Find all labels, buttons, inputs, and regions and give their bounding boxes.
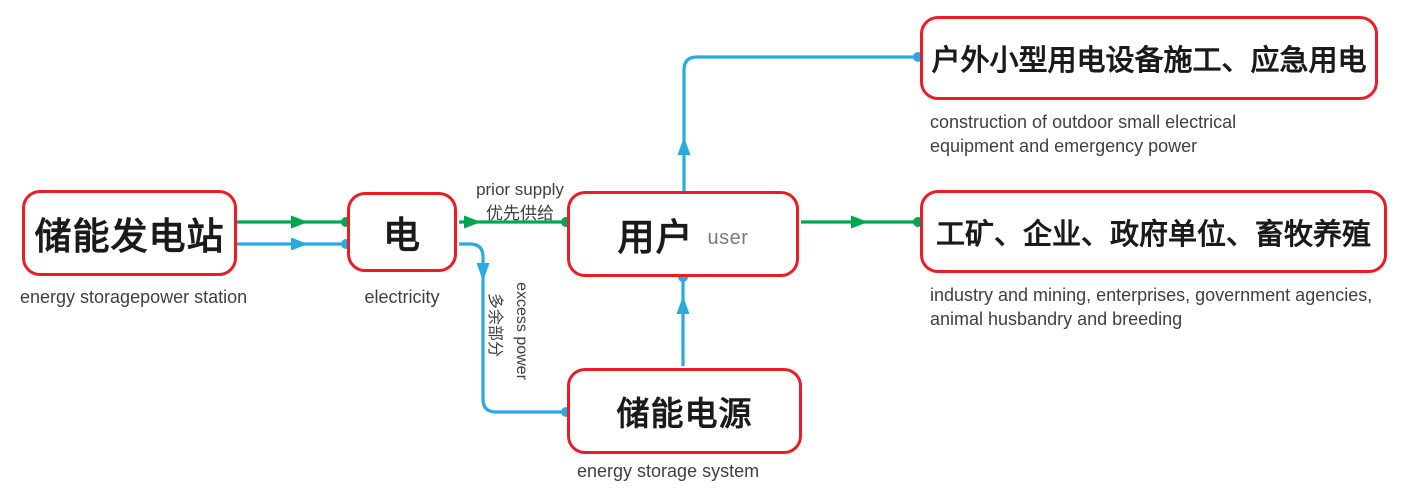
node-user: 用户 user [567,191,799,277]
node-outdoor-caption: construction of outdoor small electrical… [930,110,1236,158]
node-outdoor-caption-line2: equipment and emergency power [930,136,1198,156]
label-excess-power-zh: 多余部分 [486,292,503,357]
node-outdoor: 户外小型用电设备施工、应急用电 [920,16,1378,100]
node-industry: 工矿、企业、政府单位、畜牧养殖 [920,190,1387,273]
arrowhead-up-icon [677,137,691,155]
label-prior-supply-zh: 优先供给 [486,204,554,223]
node-industry-caption: industry and mining, enterprises, govern… [930,283,1372,331]
node-storage-caption: energy storage system [577,461,760,481]
node-storage-label: 储能电源 [616,395,753,432]
arrowhead-right-icon [291,215,308,229]
arrowhead-up-icon [676,296,690,314]
node-electricity-caption: electricity [364,287,440,307]
label-prior-supply-en: prior supply [476,180,564,199]
node-industry-label: 工矿、企业、政府单位、畜牧养殖 [935,218,1371,251]
edge-user-outdoor-blue [682,55,916,192]
node-station-caption: energy storagepower station [20,287,248,307]
node-industry-caption-line1: industry and mining, enterprises, govern… [930,285,1373,305]
node-station: 储能发电站 [22,190,237,276]
arrowhead-right-icon [291,237,308,251]
node-storage: 储能电源 [567,368,802,454]
node-station-label: 储能发电站 [34,216,225,257]
node-user-label: 用户 [617,217,694,258]
node-electricity: 电 [347,192,457,272]
arrowhead-down-icon [476,263,490,281]
node-electricity-label: 电 [383,215,421,256]
node-outdoor-caption-line1: construction of outdoor small electrical [930,112,1237,132]
node-industry-caption-line2: animal husbandry and breeding [930,309,1183,329]
label-excess-power-en: excess power [513,282,530,380]
edge-electricity-storage-blue [459,242,563,414]
node-user-sublabel: user [707,226,749,249]
arrowhead-right-icon [851,215,868,229]
node-outdoor-label: 户外小型用电设备施工、应急用电 [931,45,1367,77]
